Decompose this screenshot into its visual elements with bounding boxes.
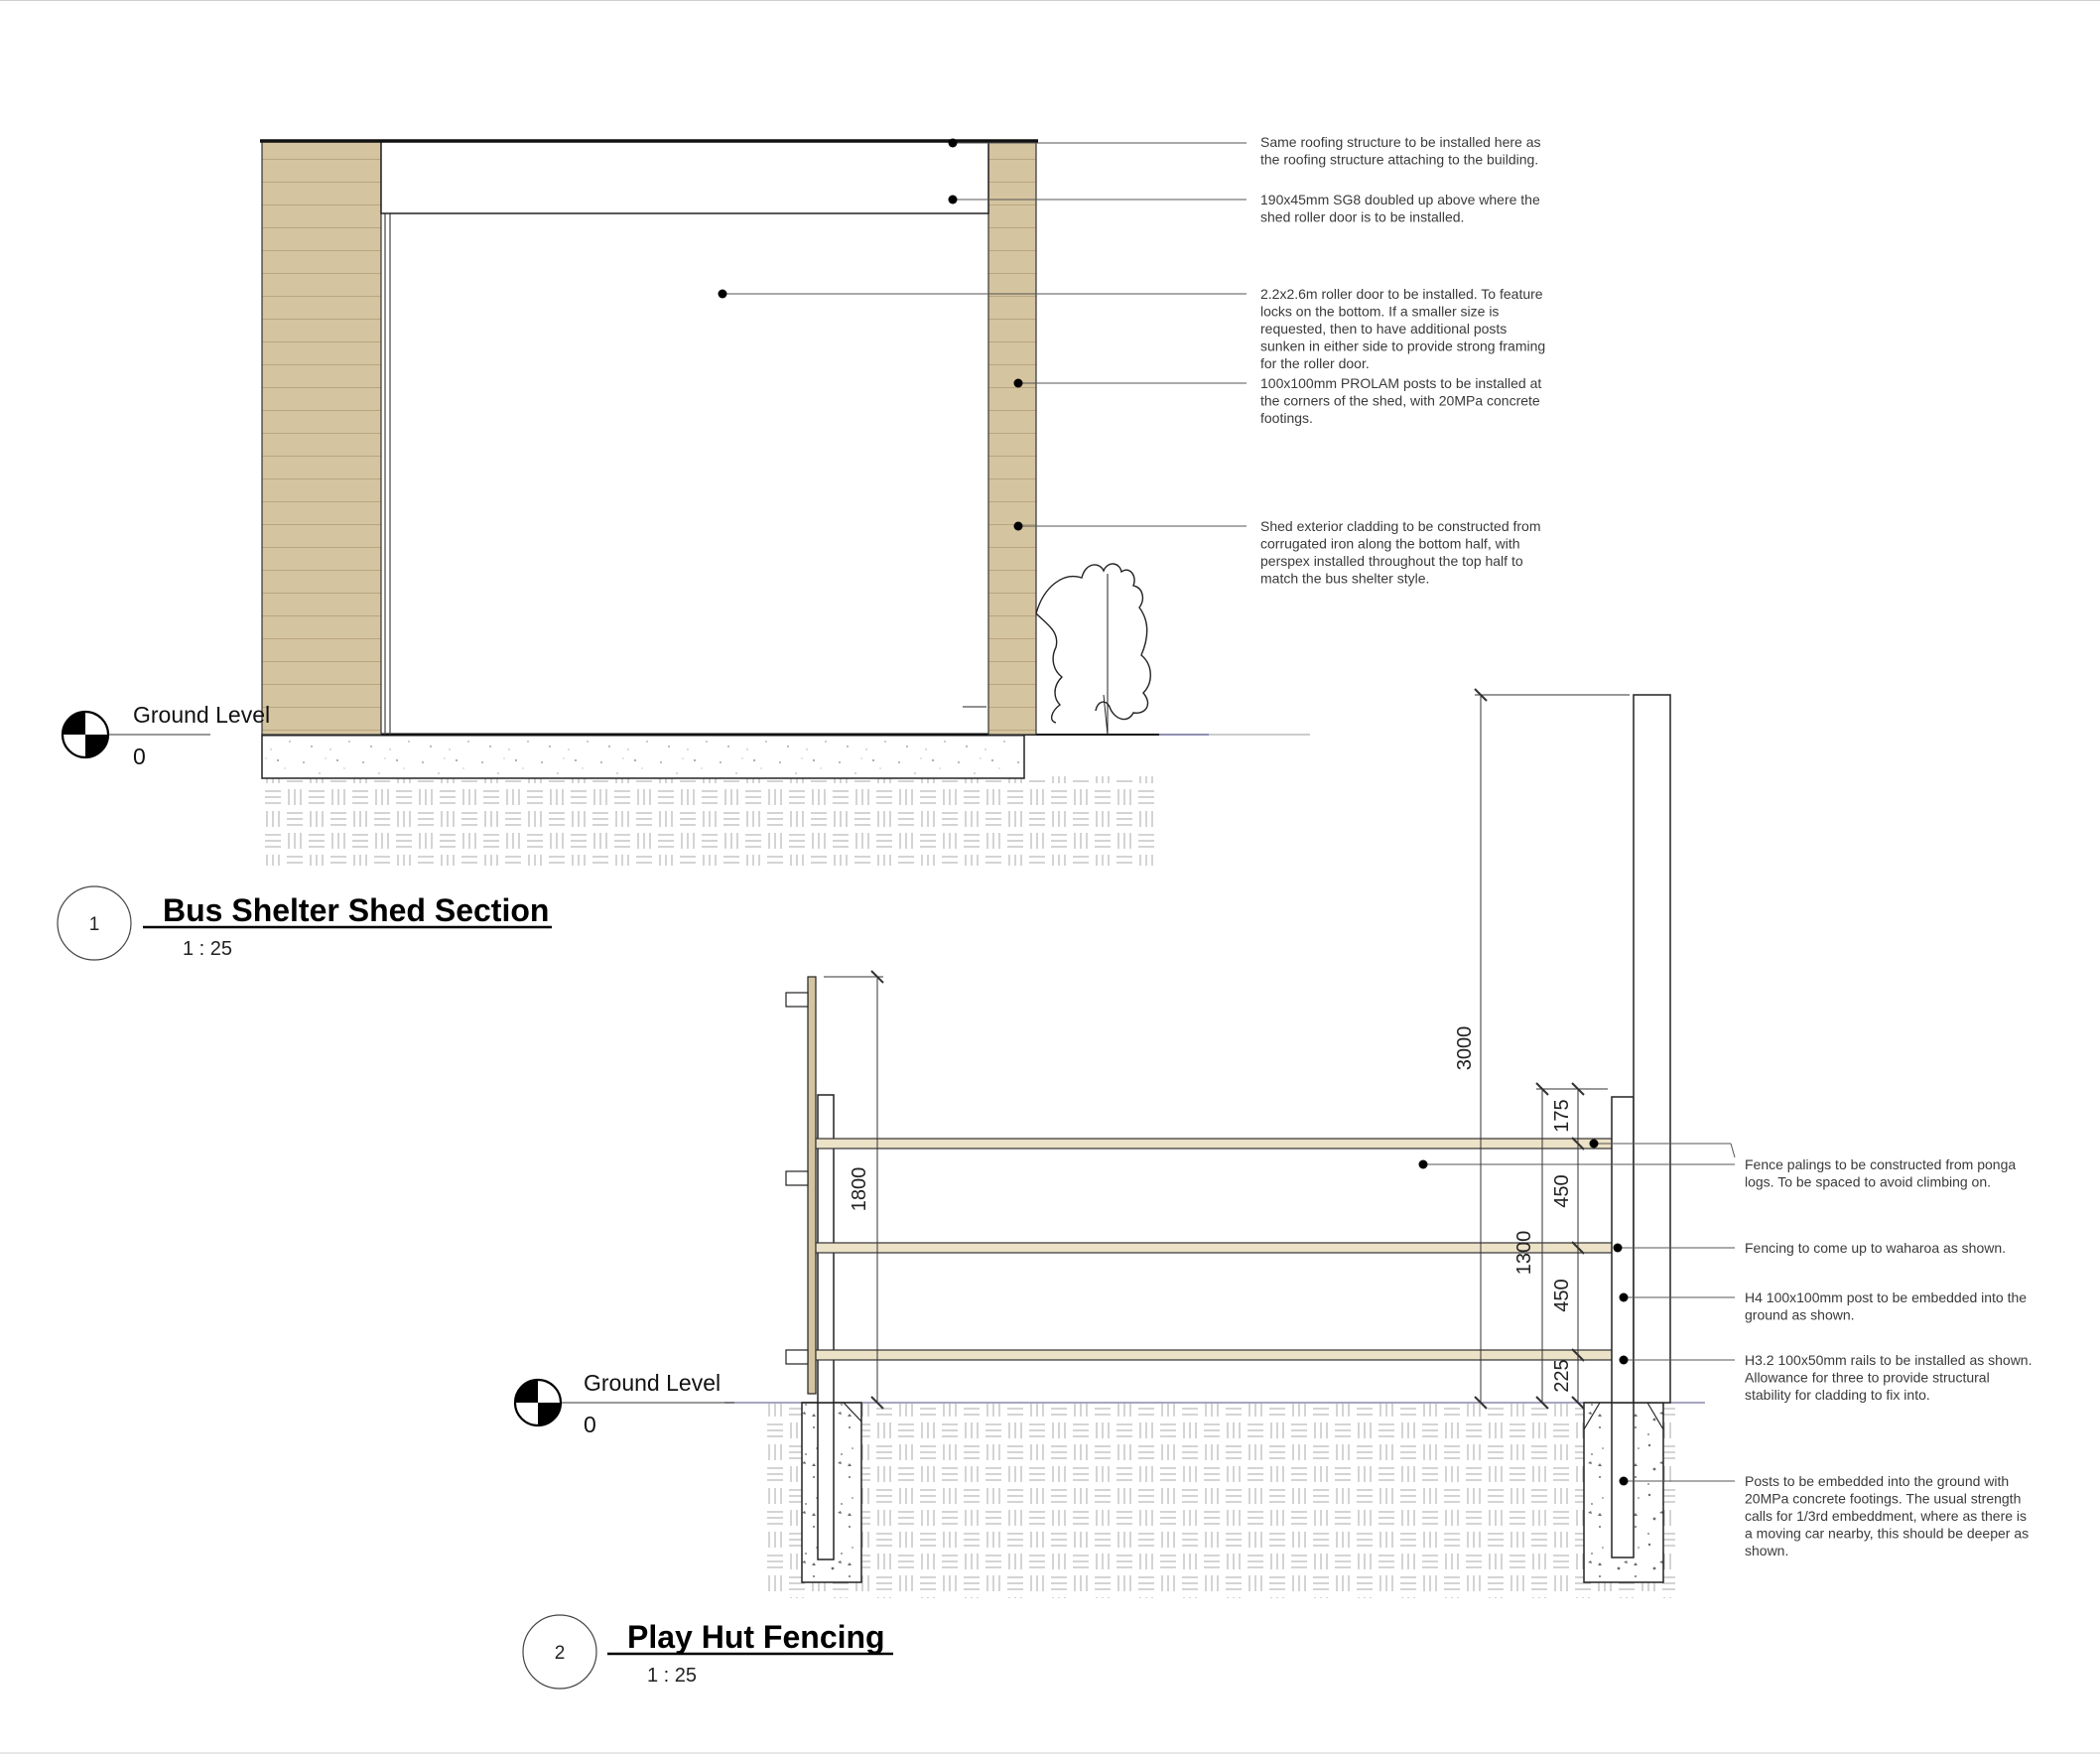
shed-ground-hatch [262, 776, 1159, 866]
left-paling [807, 976, 817, 1395]
shed-lintel-beam [380, 140, 989, 214]
fence-note-post: H4 100x100mm post to be embedded into th… [1745, 1289, 2031, 1323]
shed-section [260, 138, 1310, 866]
shed-note-posts: 100x100mm PROLAM posts to be installed a… [1260, 375, 1545, 426]
dim-rail-span: 1300 [1513, 1231, 1535, 1276]
view-scale: 1 : 25 [647, 1665, 697, 1687]
top-rail [815, 1138, 1635, 1150]
shed-slab [261, 734, 1025, 779]
view-title: Bus Shelter Shed Section [163, 892, 549, 928]
view-scale: 1 : 25 [183, 938, 232, 960]
shed-left-wall [261, 140, 382, 736]
view-title-1: 1 Bus Shelter Shed Section 1 : 25 [57, 885, 552, 961]
shed-note-roofing: Same roofing structure to be installed h… [1260, 134, 1544, 168]
fence-dimensions [824, 688, 1630, 1410]
dim-total-height: 3000 [1454, 1026, 1476, 1071]
shed-note-cladding: Shed exterior cladding to be constructed… [1260, 518, 1544, 587]
fence-note-rails: H3.2 100x50mm rails to be installed as s… [1745, 1352, 2035, 1403]
fence-note-footings: Posts to be embedded into the ground wit… [1745, 1473, 2033, 1558]
level-marker-2: Ground Level 0 [513, 1370, 734, 1437]
bottom-rail [815, 1349, 1635, 1361]
view-number: 1 [89, 914, 100, 935]
dim-lower-gap: 450 [1551, 1279, 1573, 1311]
view-number: 2 [555, 1643, 566, 1664]
dim-top-segment: 175 [1551, 1099, 1573, 1132]
dim-fence-height: 1800 [849, 1167, 870, 1212]
shed-right-post [987, 140, 1037, 736]
fence-ground-hatch [764, 1404, 1675, 1598]
fence-elevation [724, 694, 1736, 1598]
level-value: 0 [584, 1412, 596, 1437]
fence-note-palings: Fence palings to be constructed from pon… [1745, 1156, 2020, 1190]
level-value: 0 [133, 744, 146, 769]
level-name: Ground Level [133, 702, 270, 728]
fence-notes: Fence palings to be constructed from pon… [1745, 1156, 2035, 1558]
middle-rail [815, 1242, 1635, 1254]
view-number-bubble [57, 885, 132, 961]
view-title: Play Hut Fencing [627, 1619, 885, 1655]
dim-bottom-segment: 225 [1551, 1359, 1573, 1392]
view-number-bubble [522, 1614, 597, 1690]
level-marker-1: Ground Level 0 [61, 702, 270, 769]
waharoa-post [1633, 694, 1671, 1404]
shrub-sketch [1035, 563, 1151, 721]
dim-upper-gap: 450 [1551, 1174, 1573, 1207]
shed-notes: Same roofing structure to be installed h… [1260, 134, 1549, 587]
shed-note-lintel: 190x45mm SG8 doubled up above where the … [1260, 192, 1544, 225]
shed-note-roller-door: 2.2x2.6m roller door to be installed. To… [1260, 286, 1549, 371]
fence-note-waharoa: Fencing to come up to waharoa as shown. [1745, 1240, 2006, 1256]
view-title-2: 2 Play Hut Fencing 1 : 25 [522, 1614, 893, 1690]
level-name: Ground Level [584, 1370, 721, 1396]
dimension-labels: 1800 3000 1300 175 450 450 225 [849, 1026, 1573, 1393]
